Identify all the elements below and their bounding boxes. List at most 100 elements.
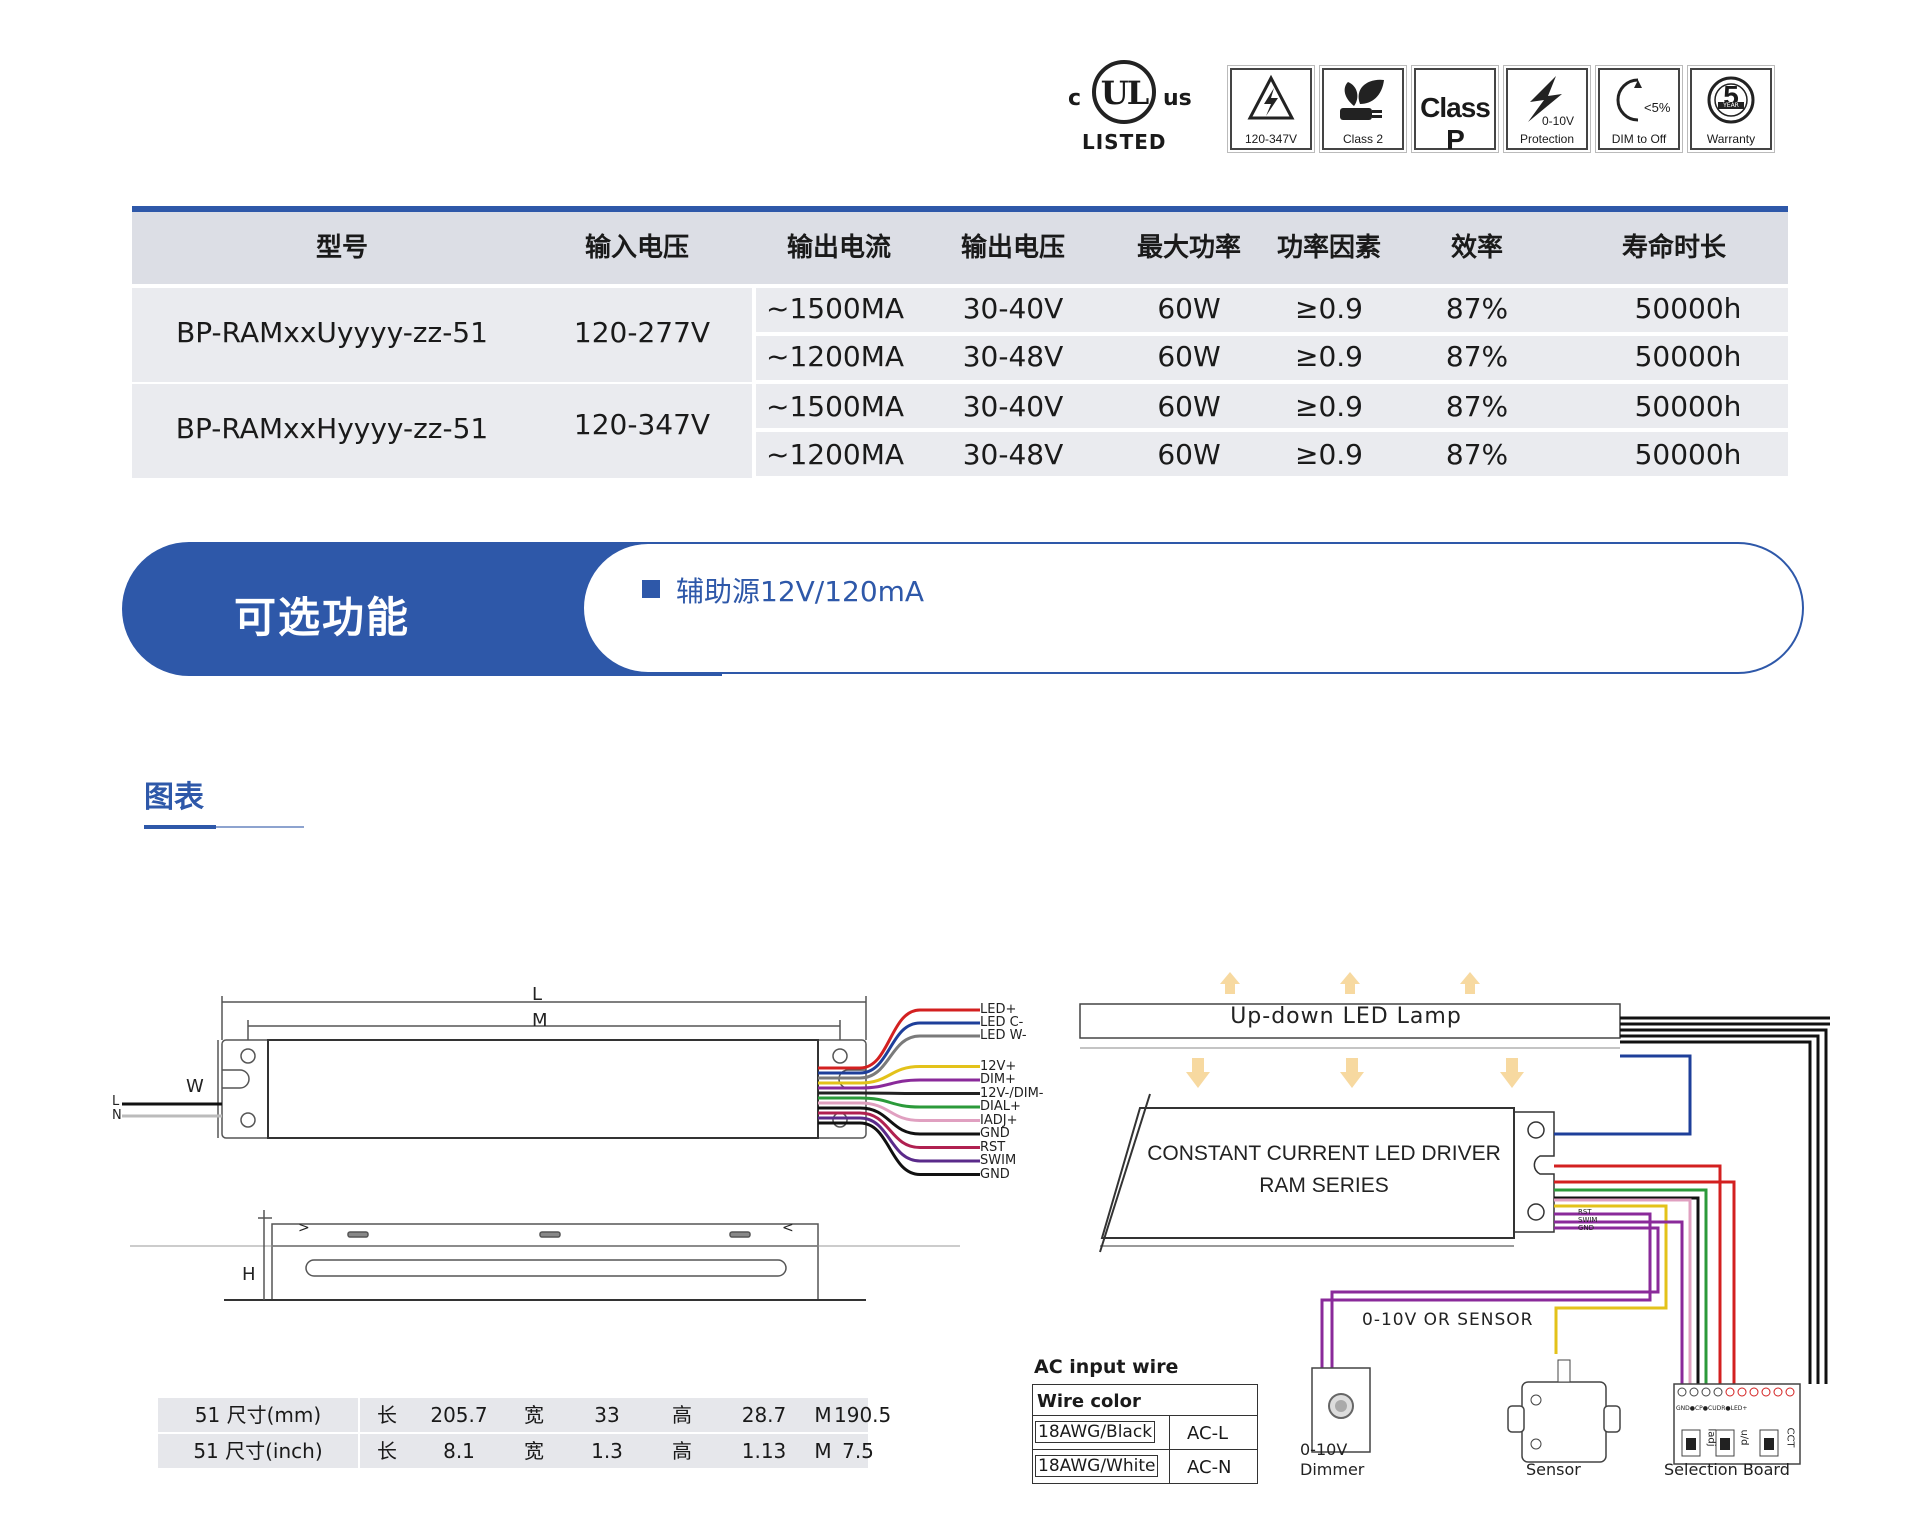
sensor-option-label: 0-10V OR SENSOR [1362, 1310, 1534, 1330]
lifetime-cell: 50000h [1634, 340, 1742, 373]
wiring-diagram [1079, 972, 1830, 1465]
diagram-wire [1620, 1022, 1830, 1026]
dim-H-label: H [242, 1264, 256, 1285]
class2-cert: Class 2 [1319, 65, 1407, 153]
cert-caption: 120-347V [1244, 132, 1298, 146]
voltage-cell: 30-40V [962, 390, 1064, 423]
diagram-wire [1330, 1226, 1660, 1368]
optional-features-banner: 可选功能 辅助源12V/120mA [122, 542, 1806, 676]
ac-table-box: Wire color 18AWG/Black AC-L 18AWG/White … [1032, 1384, 1258, 1484]
dim-sub: <5% [1644, 100, 1671, 115]
header-input-voltage: 输入电压 [584, 233, 689, 263]
wire-label: GND [980, 1166, 1010, 1182]
row-bg [756, 432, 1788, 476]
ul-us-text: us [1163, 86, 1192, 111]
output-wire [818, 1021, 980, 1075]
dim-to-off-icon [1616, 78, 1642, 122]
output-wire [818, 1034, 980, 1080]
table-top-bar [132, 206, 1788, 212]
board-pins-label: GND●CP●CUDR●LED+ [1676, 1405, 1748, 1412]
diagram-wire [1554, 1188, 1708, 1384]
efficiency-cell: 87% [1445, 340, 1509, 373]
group2-left-band [132, 384, 752, 478]
board-switch-cct: CCT [1784, 1427, 1796, 1448]
ac-L-label: L [112, 1094, 120, 1109]
output-wire [818, 1116, 980, 1163]
output-wires [818, 1008, 980, 1176]
lifetime-cell: 50000h [1634, 292, 1742, 325]
output-wire [818, 1096, 980, 1109]
left-arrow-mark: > [298, 1220, 310, 1236]
dim-cell: 7.5 [842, 1439, 874, 1463]
wire-label: 12V+ [980, 1058, 1017, 1074]
model-cell: BP-RAMxxUyyyy-zz-51 [176, 316, 488, 349]
header-power-factor: 功率因素 [1276, 233, 1381, 263]
diagram-wire [1554, 1054, 1692, 1136]
row-bg [756, 288, 1788, 332]
dim-cell: 长 [377, 1403, 397, 1427]
diagram-wire [1320, 1212, 1652, 1368]
voltage-cell: 30-40V [962, 292, 1064, 325]
dim-cell: 190.5 [834, 1403, 892, 1427]
cert-caption: Protection [1519, 132, 1575, 146]
power-cell: 60W [1157, 438, 1221, 471]
driver-label-line1: CONSTANT CURRENT LED DRIVER [1147, 1142, 1501, 1165]
dim-cell: 长 [377, 1439, 397, 1463]
optional-title: 可选功能 [234, 593, 411, 642]
output-wire [818, 1078, 980, 1090]
output-wire [818, 1111, 980, 1149]
wire-label: SWIM [980, 1153, 1017, 1168]
header-efficiency: 效率 [1450, 233, 1503, 263]
surge-protection-icon [1528, 76, 1562, 122]
ac-table-header: Wire color [1037, 1391, 1141, 1412]
protection-cert: 0-10V Protection [1503, 65, 1591, 153]
dimmer-label-line2: Dimmer [1300, 1460, 1365, 1479]
class-p-cert: Class P [1411, 65, 1499, 155]
plug-leaf-icon [1340, 79, 1384, 120]
board-pin [1785, 1387, 1795, 1397]
ac-wire-black-label: 18AWG/Black [1035, 1421, 1156, 1443]
diagram-wire [1620, 1034, 1820, 1384]
current-cell: ~1500MA [765, 390, 905, 423]
ac-L-value: AC-L [1187, 1423, 1229, 1444]
header-output-voltage: 输出电压 [960, 233, 1065, 263]
right-arrow-mark: < [782, 1220, 794, 1236]
board-pin [1713, 1387, 1723, 1397]
board-pin [1749, 1387, 1759, 1397]
dim-cell: 宽 [524, 1403, 544, 1427]
lightning-icon [1247, 74, 1295, 120]
board-pin [1725, 1387, 1735, 1397]
dimmer-label-line1: 0-10V [1300, 1440, 1348, 1459]
cert-caption: Class 2 [1342, 132, 1383, 146]
efficiency-cell: 87% [1445, 292, 1509, 325]
board-pin [1737, 1387, 1747, 1397]
wire-label: GND [980, 1126, 1010, 1141]
dim-L-label: L [532, 984, 543, 1005]
dim-cell: 28.7 [741, 1403, 787, 1427]
dim-cell: 1.13 [741, 1439, 787, 1463]
heading-underline [144, 826, 304, 828]
board-pin [1677, 1387, 1687, 1397]
header-max-power: 最大功率 [1136, 233, 1241, 263]
diagram-wire [1554, 1180, 1736, 1384]
ac-N-value: AC-N [1187, 1457, 1232, 1478]
ul-c-text: c [1068, 86, 1082, 111]
bullet-square-icon [642, 580, 660, 598]
diagram-wire [1554, 1204, 1668, 1354]
row-bg [756, 336, 1788, 380]
dim-cell: 1.3 [591, 1439, 623, 1463]
dim-cell: 205.7 [430, 1403, 488, 1427]
dim-cell: 8.1 [443, 1439, 475, 1463]
dim-cell: 高 [672, 1403, 692, 1427]
power-cell: 60W [1157, 292, 1221, 325]
diagram-wire [1554, 1198, 1692, 1384]
header-model: 型号 [315, 233, 368, 263]
optional-item: 辅助源12V/120mA [676, 575, 925, 608]
output-wire [818, 1106, 980, 1136]
output-wire [818, 1101, 980, 1122]
table-header-row [132, 212, 1788, 284]
board-pin [1689, 1387, 1699, 1397]
dim-W-label: W [186, 1076, 204, 1097]
dim-cell: M [814, 1439, 832, 1463]
output-wire [818, 1065, 980, 1085]
